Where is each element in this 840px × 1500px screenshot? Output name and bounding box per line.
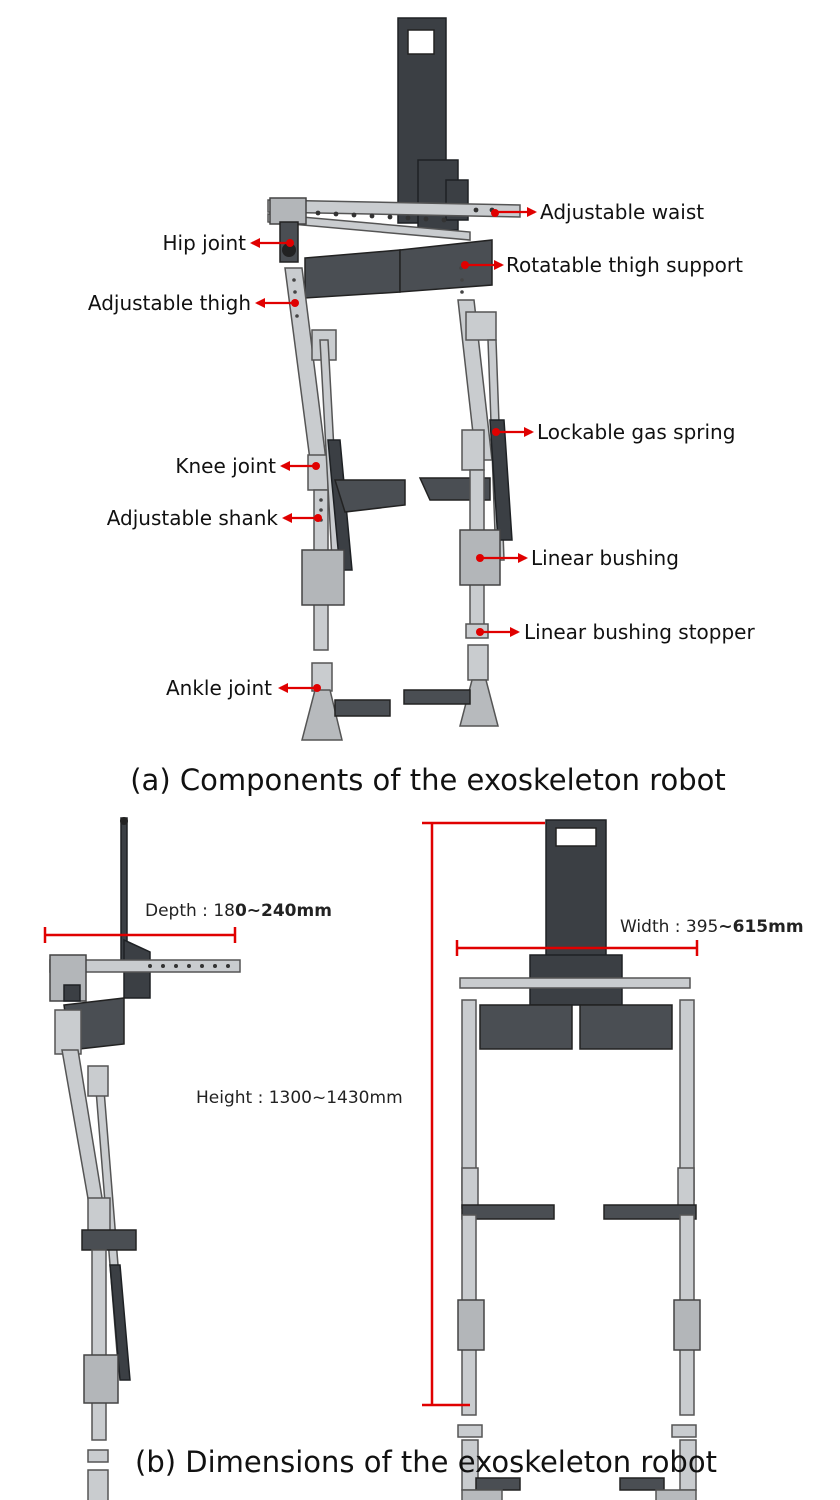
label-ankle-joint: Ankle joint	[166, 676, 272, 700]
exoskeleton-side-view-drawing	[49, 817, 241, 1500]
depth-prefix: Depth : 18	[145, 901, 235, 921]
label-rotatable-thigh-support: Rotatable thigh support	[506, 253, 743, 277]
width-prefix: Width : 395	[620, 917, 718, 937]
annotation-arrows-a	[250, 207, 537, 693]
width-bold: ~615mm	[718, 917, 803, 937]
label-lockable-gas-spring: Lockable gas spring	[537, 420, 735, 444]
width-dimension: Width : 395~615mm	[620, 917, 804, 937]
label-adjustable-waist: Adjustable waist	[540, 200, 704, 224]
depth-bold: 0~240mm	[235, 901, 332, 921]
label-linear-bushing-stopper: Linear bushing stopper	[524, 620, 755, 644]
dimension-lines	[43, 821, 699, 1407]
depth-dimension: Depth : 180~240mm	[145, 901, 332, 921]
label-adjustable-thigh: Adjustable thigh	[88, 291, 251, 315]
height-dimension: Height : 1300~1430mm	[196, 1088, 403, 1108]
caption-b: (b) Dimensions of the exoskeleton robot	[135, 1445, 717, 1479]
label-knee-joint: Knee joint	[175, 454, 276, 478]
label-hip-joint: Hip joint	[162, 231, 246, 255]
label-linear-bushing: Linear bushing	[531, 546, 679, 570]
caption-a: (a) Components of the exoskeleton robot	[130, 763, 726, 797]
exoskeleton-front-view-drawing	[457, 819, 701, 1500]
label-adjustable-shank: Adjustable shank	[107, 506, 279, 530]
